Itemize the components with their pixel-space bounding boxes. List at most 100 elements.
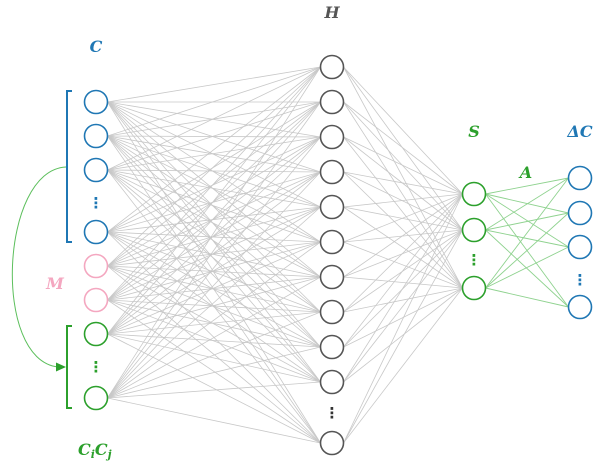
s-node — [461, 217, 487, 243]
edge-hidden-s — [343, 171, 463, 231]
edge-hidden-s — [343, 101, 463, 289]
edge-hidden-s — [343, 66, 463, 289]
edge-input-hidden — [107, 101, 321, 335]
edge-input-hidden — [107, 231, 321, 348]
edge-s-output — [485, 177, 569, 231]
edge-hidden-s — [343, 229, 463, 444]
c-node — [83, 219, 109, 245]
c-ellipsis: ⋮ — [89, 194, 104, 212]
edge-input-hidden — [107, 299, 321, 348]
edge-input-hidden — [107, 101, 321, 173]
hidden-connections — [107, 66, 463, 444]
edge-input-hidden — [107, 101, 321, 243]
edge-input-hidden — [107, 135, 321, 138]
edge-hidden-s — [343, 287, 463, 444]
cicj-node — [83, 321, 109, 347]
edge-input-hidden — [107, 101, 321, 208]
edge-hidden-s — [343, 136, 463, 289]
edge-input-hidden — [107, 66, 321, 103]
edge-input-hidden — [107, 171, 321, 335]
edge-hidden-s — [343, 193, 463, 278]
edge-input-hidden — [107, 171, 321, 399]
edge-input-hidden — [107, 66, 321, 335]
edge-input-hidden — [107, 135, 321, 278]
edge-hidden-s — [343, 206, 463, 289]
edge-input-hidden — [107, 135, 321, 173]
edge-hidden-s — [343, 171, 463, 289]
s-ellipsis: ⋮ — [467, 251, 482, 269]
label-a: A — [518, 163, 532, 182]
m-node — [83, 253, 109, 279]
edge-s-output — [485, 246, 569, 289]
hidden-node — [319, 124, 345, 150]
edge-input-hidden — [107, 265, 321, 383]
edge-hidden-s — [343, 193, 463, 313]
edge-hidden-s — [343, 136, 463, 195]
hidden-node — [319, 430, 345, 456]
edge-input-hidden — [107, 241, 321, 399]
edge-hidden-s — [343, 229, 463, 383]
s-node — [461, 275, 487, 301]
edge-hidden-s — [343, 229, 463, 243]
edge-input-hidden — [107, 101, 321, 399]
arrow-head-icon — [56, 362, 66, 372]
edge-input-hidden — [107, 169, 321, 278]
edge-input-hidden — [107, 169, 321, 383]
edge-hidden-s — [343, 287, 463, 313]
hidden-node — [319, 299, 345, 325]
edge-hidden-s — [343, 193, 463, 208]
edge-input-hidden — [107, 206, 321, 233]
edge-s-output — [485, 229, 569, 308]
label-cicj-c2: C — [95, 440, 108, 459]
edge-input-hidden — [107, 231, 321, 278]
edge-input-hidden — [107, 135, 321, 313]
label-cicj-sub-i: i — [91, 448, 95, 461]
edge-hidden-s — [343, 193, 463, 383]
edge-input-hidden — [107, 311, 321, 399]
edge-input-hidden — [107, 299, 321, 313]
edge-hidden-s — [343, 171, 463, 195]
c-node — [83, 123, 109, 149]
edge-input-hidden — [107, 299, 321, 383]
edge-input-hidden — [107, 265, 321, 278]
hidden-node — [319, 54, 345, 80]
edge-input-hidden — [107, 169, 321, 243]
label-m: M — [45, 274, 65, 293]
hidden-node — [319, 264, 345, 290]
edge-s-output — [485, 229, 569, 248]
edge-input-hidden — [107, 171, 321, 233]
edge-input-hidden — [107, 276, 321, 399]
label-c: C — [90, 37, 103, 56]
edge-hidden-s — [343, 287, 463, 348]
edge-input-hidden — [107, 241, 321, 335]
edge-hidden-s — [343, 241, 463, 289]
edge-hidden-s — [343, 193, 463, 348]
edge-input-hidden — [107, 169, 321, 313]
cicj-ellipsis: ⋮ — [89, 358, 104, 376]
edge-input-hidden — [107, 333, 321, 348]
edge-input-hidden — [107, 135, 321, 348]
edge-input-hidden — [107, 333, 321, 383]
attention-connections — [485, 177, 569, 308]
edge-hidden-s — [343, 193, 463, 243]
edge-input-hidden — [107, 265, 321, 348]
edge-input-hidden — [107, 136, 321, 399]
delta-c-node — [567, 165, 593, 191]
edge-input-hidden — [107, 66, 321, 171]
edge-input-hidden — [107, 66, 321, 399]
hidden-node — [319, 334, 345, 360]
hidden-node — [319, 369, 345, 395]
edge-hidden-s — [343, 136, 463, 231]
edge-s-output — [485, 177, 569, 289]
edge-input-hidden — [107, 381, 321, 399]
edge-input-hidden — [107, 276, 321, 335]
hidden-node — [319, 89, 345, 115]
edge-hidden-s — [343, 101, 463, 231]
edge-input-hidden — [107, 66, 321, 301]
edge-input-hidden — [107, 66, 321, 267]
delta-c-node — [567, 200, 593, 226]
m-node — [83, 287, 109, 313]
edge-input-hidden — [107, 311, 321, 335]
edge-s-output — [485, 212, 569, 289]
edge-input-hidden — [107, 136, 321, 335]
